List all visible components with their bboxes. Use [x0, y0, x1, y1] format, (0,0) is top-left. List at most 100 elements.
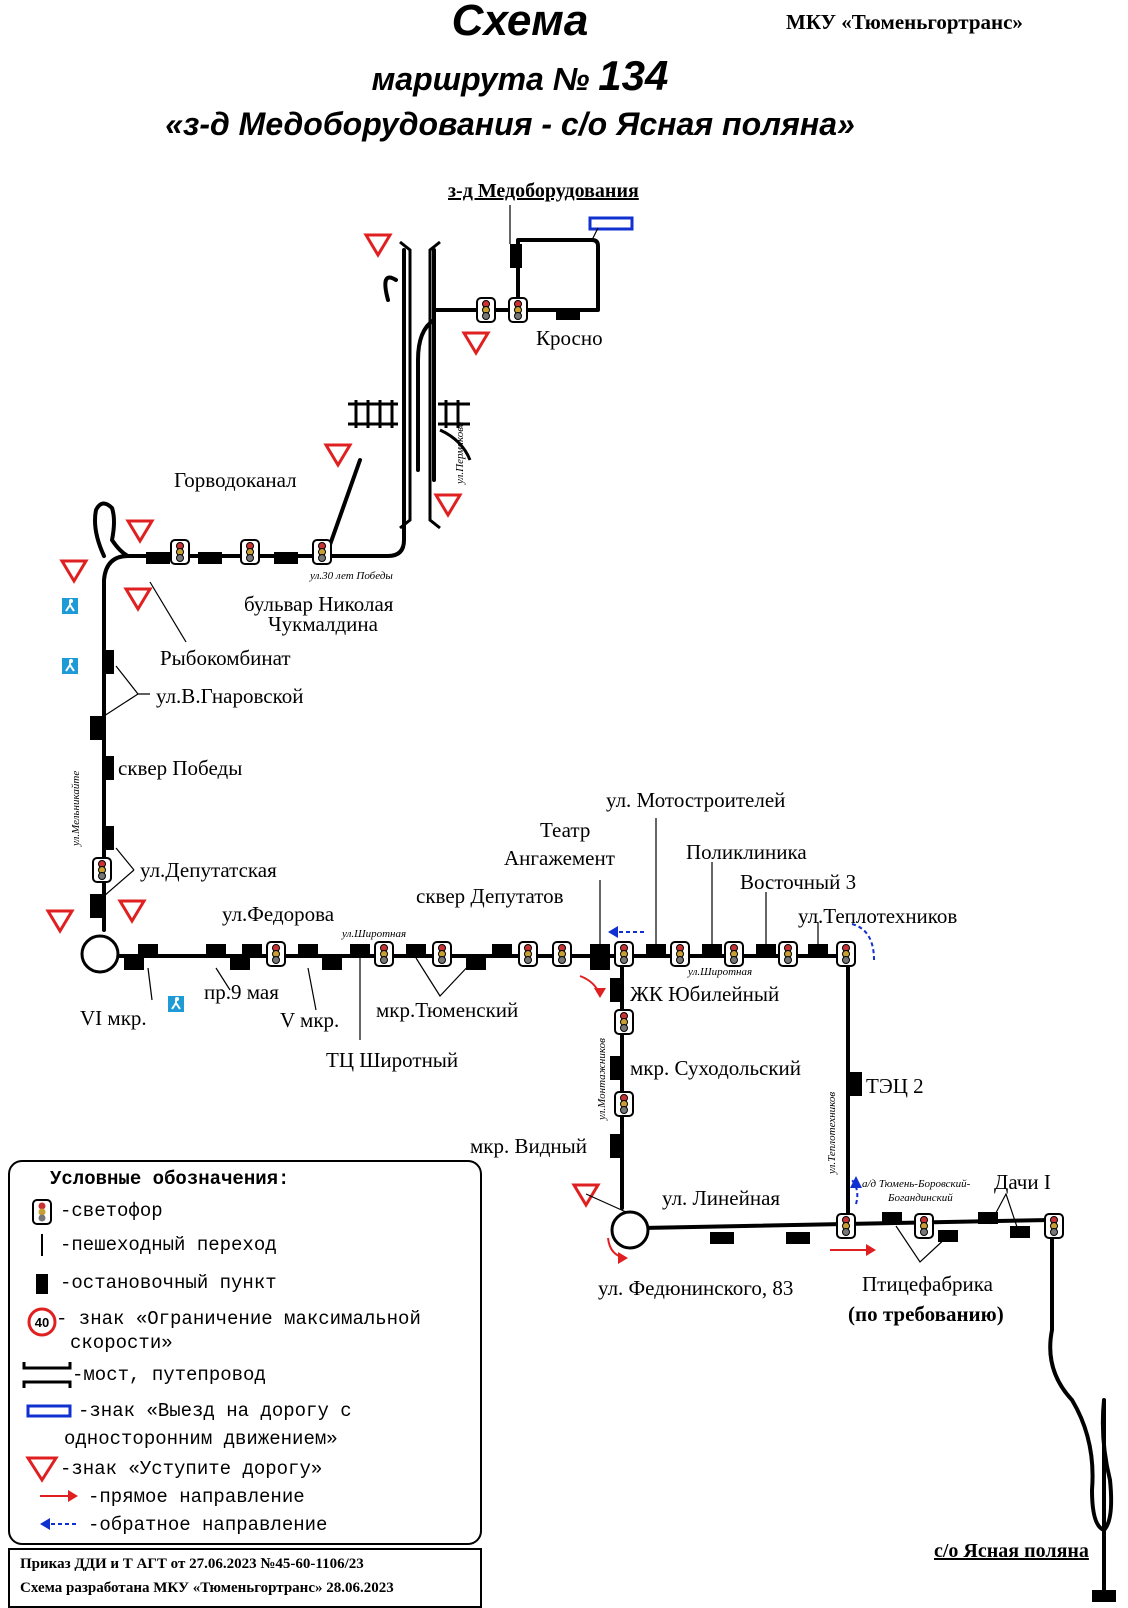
route-factory-loop [516, 238, 600, 312]
street-shirotnaya-2: ул.Широтная [688, 966, 753, 978]
stop-lineynaya: ул. Линейная [662, 1186, 781, 1210]
bus-stop-dachi-1 [978, 1212, 998, 1224]
legend-item-bridge: -мост, путепровод [72, 1364, 266, 1386]
street-30-let-pobedy: ул.30 лет Победы [310, 570, 393, 582]
stop-fedorova: ул.Федорова [222, 902, 335, 926]
bus-stop-teatr [590, 944, 610, 970]
terminal-start: з-д Медоборудования [448, 180, 639, 202]
org-name: МКУ «Тюменьгортранс» [786, 10, 1023, 34]
stop-teplotekhnikov: ул.Теплотехников [798, 904, 958, 928]
legend-item-traffic-light: -светофор [60, 1200, 163, 1222]
legend-item-speed-limit-2: скорости» [70, 1332, 173, 1354]
bus-stop-factory [510, 244, 522, 268]
legend-title: Условные обозначения: [50, 1168, 290, 1190]
stop-po-trebovaniyu: (по требованию) [848, 1302, 1004, 1326]
stop-krosno: Кросно [536, 326, 603, 350]
bus-stop-gnarovskoy-1 [102, 650, 114, 674]
bus-stop-deputatskaya-2 [90, 894, 102, 918]
street-shirotnaya-1: ул.Широтная [342, 928, 407, 940]
bus-stop-lineynaya-1 [710, 1232, 734, 1244]
street-permyakova: ул.Пермякова [454, 421, 466, 484]
stop-teatr-2: Ангажемент [504, 846, 615, 870]
footer-line2: Схема разработана МКУ «Тюменьгортранс» 2… [20, 1580, 394, 1596]
title-line3: «з-д Медоборудования - с/о Ясная поляна» [165, 106, 855, 142]
yield-sign-icon [25, 1456, 59, 1483]
route-30-let-pobedy [324, 458, 362, 558]
bus-stop-vostochny3 [756, 944, 776, 956]
stop-skver-deputatov: сквер Депутатов [416, 884, 564, 908]
legend-item-speed-limit: - знак «Ограничение максимальной [56, 1308, 421, 1330]
stop-fedyuninskogo: ул. Федюнинского, 83 [598, 1276, 794, 1300]
stop-vostochny3: Восточный 3 [740, 870, 857, 894]
stop-zhk-yubileyny: ЖК Юбилейный [630, 982, 780, 1006]
legend-item-forward: -прямое направление [88, 1486, 305, 1508]
street-ad-2: Богандинский [888, 1192, 953, 1204]
legend-item-yield: -знак «Уступите дорогу» [60, 1458, 323, 1480]
bus-stop-tc-shirotny [350, 944, 370, 956]
bus-stop-deputatskaya-1 [102, 826, 114, 850]
bus-stop-rybokombinat [146, 552, 170, 564]
bus-stop-v-mkr-2 [322, 958, 342, 970]
bus-stop-dachi-2 [1010, 1226, 1030, 1238]
legend: Условные обозначения: 40 -светофор -пеше… [8, 1160, 482, 1545]
roundabout-fedyuninskogo [610, 1210, 650, 1250]
bus-stop-sukhodolsky [610, 1056, 622, 1080]
legend-icons: 40 [22, 1199, 78, 1530]
bus-stop-vi-mkr-2 [124, 958, 144, 970]
stop-poliklinika: Поликлиника [686, 840, 807, 864]
stop-tets2: ТЭЦ 2 [866, 1074, 924, 1098]
stop-skver-pobedy: сквер Победы [118, 756, 243, 780]
stop-ptitsefabrika: Птицефабрика [862, 1272, 993, 1296]
bus-stop-bulvar [274, 552, 298, 564]
title-line2-prefix: маршрута № [371, 61, 590, 97]
street-melnikaite: ул.Мельникайте [70, 770, 82, 846]
svg-text:40: 40 [35, 1315, 49, 1330]
bus-stop-vi-mkr-1 [138, 944, 158, 956]
stop-sukhodolsky: мкр. Суходольский [630, 1056, 802, 1080]
stop-bulvar-1: бульвар Николая [244, 592, 394, 616]
bus-stop-skver-deputatov [492, 944, 512, 956]
bridge-icon [22, 1362, 72, 1388]
street-montazhnikov: ул.Монтажников [596, 1038, 608, 1120]
route-final-leg [1048, 1222, 1114, 1592]
legend-item-one-way: -знак «Выезд на дорогу с [78, 1400, 352, 1422]
bus-stop-vidny [610, 1134, 622, 1158]
stop-dachi1: Дачи I [994, 1170, 1051, 1194]
street-teplotekhnikov: ул.Теплотехников [826, 1091, 838, 1174]
route-number: 134 [598, 52, 669, 99]
bus-stop-gorvodokanal [198, 552, 222, 564]
bus-stop-lineynaya-2 [786, 1232, 810, 1244]
stop-v-mkr: V мкр. [280, 1008, 340, 1032]
stop-gnarovskoy: ул.В.Гнаровской [156, 684, 304, 708]
bus-stop-pr9maya-1 [206, 944, 226, 956]
bus-stop-teplotekhnikov [808, 944, 828, 956]
bus-stop-icon [36, 1274, 48, 1294]
bus-stop-motostroiteley [646, 944, 666, 956]
stop-teatr-1: Театр [540, 818, 591, 842]
legend-item-bus-stop: -остановочный пункт [60, 1272, 277, 1294]
bus-stop-fedorova [242, 944, 262, 956]
bus-stop-ptitsefabrika-1 [882, 1212, 902, 1224]
legend-item-backward: -обратное направление [88, 1514, 328, 1536]
bus-stop-gnarovskoy-2 [90, 716, 102, 740]
footer-line1: Приказ ДДИ и Т АГТ от 27.06.2023 №45-60-… [20, 1556, 364, 1572]
bus-stop-skver-pobedy [102, 756, 114, 780]
stop-rybokombinat: Рыбокомбинат [160, 646, 291, 670]
title-line2: маршрута № 134 [290, 52, 750, 100]
bus-stop-tets2 [850, 1072, 862, 1096]
backward-arrow-icon [40, 1518, 78, 1530]
bus-stop-tyumensky-2 [466, 958, 486, 970]
roundabout-vi-mkr [80, 934, 120, 974]
bus-stop-tyumensky-1 [406, 944, 426, 956]
bus-stop-zhk [610, 978, 622, 1002]
stop-bulvar-2: Чукмалдина [268, 612, 378, 636]
legend-item-crosswalk: -пешеходный переход [60, 1234, 277, 1256]
legend-item-one-way-2: односторонним движением» [64, 1428, 338, 1450]
terminal-end: с/о Ясная поляна [934, 1540, 1089, 1562]
bus-stop-pr9maya-2 [230, 958, 250, 970]
traffic-light-icon [32, 1199, 52, 1225]
bus-stop-yasnaya [1092, 1590, 1116, 1602]
one-way-exit-sign [588, 216, 634, 231]
title-line1: Схема [451, 0, 589, 45]
